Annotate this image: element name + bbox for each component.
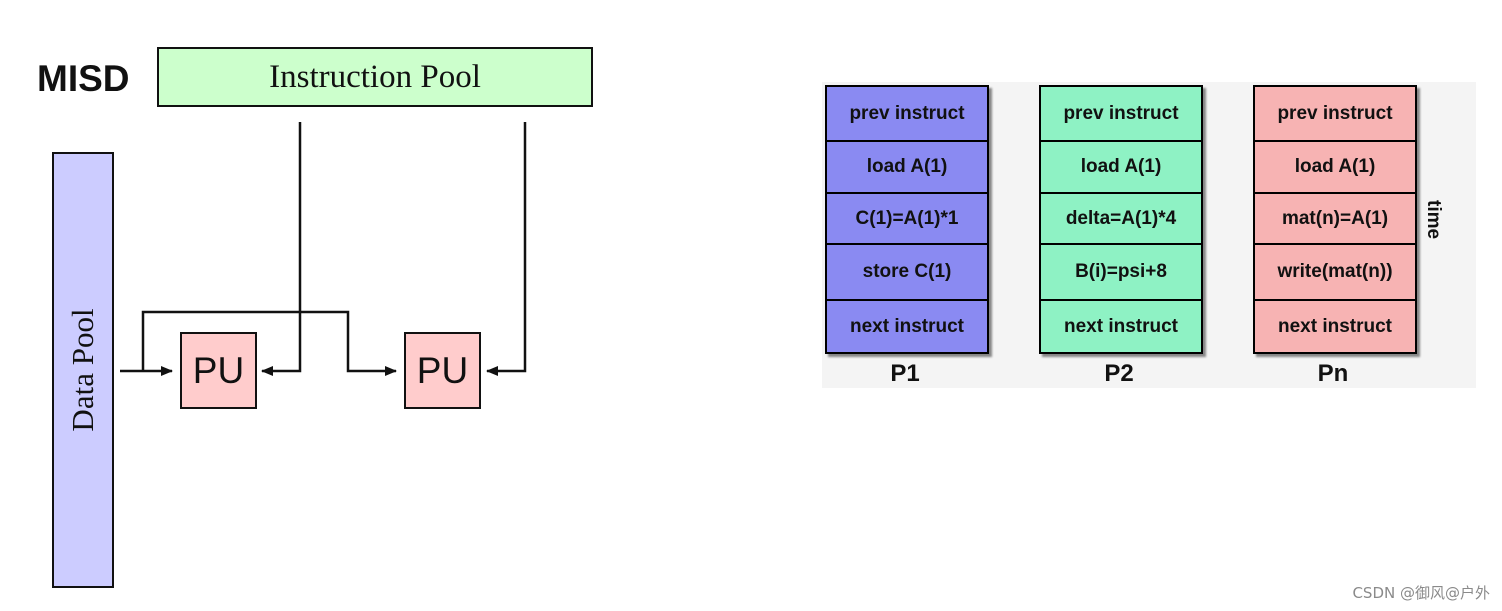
watermark: CSDN @御风@户外 — [1352, 584, 1490, 602]
pu-label: PU — [416, 349, 469, 391]
instruction-pool-label: Instruction Pool — [269, 58, 481, 95]
processor-pn-stream: prev instruct load A(1) mat(n)=A(1) writ… — [1253, 85, 1417, 354]
processor-p2-stream: prev instruct load A(1) delta=A(1)*4 B(i… — [1039, 85, 1203, 354]
processor-label-p2: P2 — [1104, 360, 1134, 387]
instruction-cell: prev instruct — [1041, 87, 1201, 142]
instruction-cell: write(mat(n)) — [1255, 245, 1415, 301]
processing-unit-2: PU — [404, 332, 481, 409]
processing-unit-1: PU — [180, 332, 257, 409]
instruction-cell: load A(1) — [1255, 142, 1415, 194]
wire-instruction-to-pu2 — [486, 122, 527, 376]
instruction-cell: next instruct — [1063, 315, 1179, 337]
processor-label-p1: P1 — [890, 360, 920, 387]
processor-p1-stream: prev instruct load A(1) C(1)=A(1)*1 stor… — [825, 85, 989, 354]
misd-title: MISD — [37, 58, 130, 99]
instruction-cell: load A(1) — [1041, 142, 1201, 194]
wire-instruction-to-pu1 — [261, 122, 302, 376]
wire-chain-to-pu2 — [141, 310, 397, 376]
instruction-cell: prev instruct — [827, 87, 987, 142]
instruction-cell: prev instruct — [1255, 87, 1415, 142]
processor-label-pn: Pn — [1317, 360, 1349, 387]
instruction-cell: next instruct — [1277, 315, 1393, 337]
instruction-cell: mat(n)=A(1) — [1255, 194, 1415, 245]
instruction-cell: delta=A(1)*4 — [1041, 194, 1201, 245]
instruction-cell: store C(1) — [827, 245, 987, 301]
instruction-cell: B(i)=psi+8 — [1041, 245, 1201, 301]
data-pool: Data Pool — [52, 152, 114, 588]
instruction-cell: C(1)=A(1)*1 — [827, 194, 987, 245]
instruction-cell: next instruct — [849, 315, 965, 337]
instruction-pool: Instruction Pool — [157, 47, 593, 107]
instruction-cell: load A(1) — [827, 142, 987, 194]
pu-label: PU — [192, 349, 245, 391]
time-label: time — [1423, 200, 1444, 240]
